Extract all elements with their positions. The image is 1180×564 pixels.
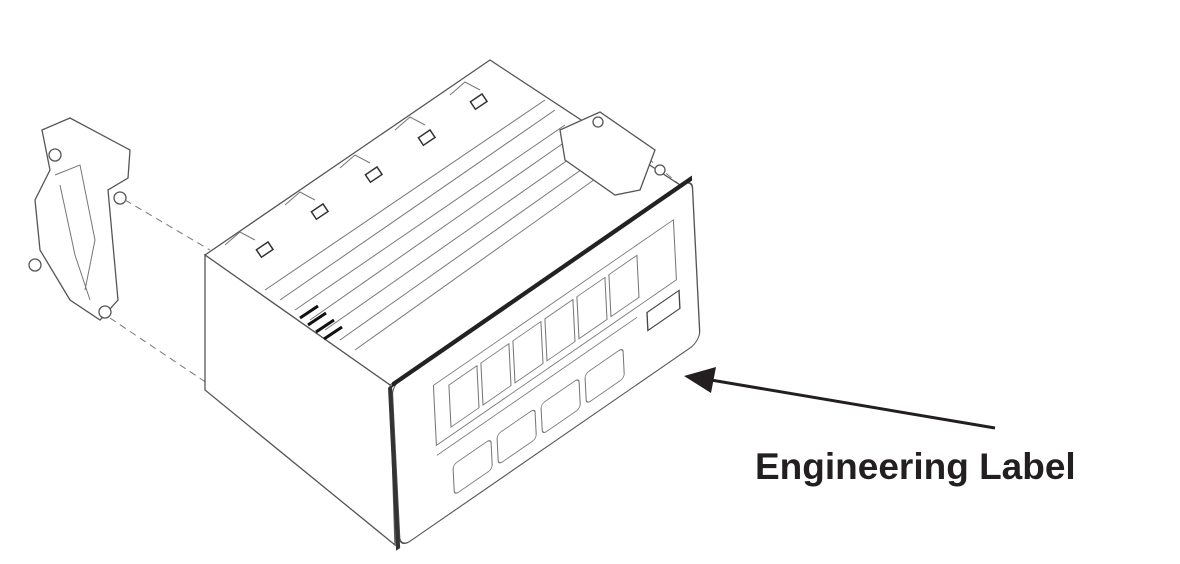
front-bezel [388,175,701,551]
left-mounting-clip [28,117,131,321]
front-keys [452,349,625,494]
vent-slots [255,92,489,259]
display-digits [448,254,640,428]
engineering-label-callout: Engineering Label [755,446,1076,487]
engineering-label-slot [646,289,681,332]
right-mounting-clip [559,111,666,196]
callout-arrow [684,367,996,430]
